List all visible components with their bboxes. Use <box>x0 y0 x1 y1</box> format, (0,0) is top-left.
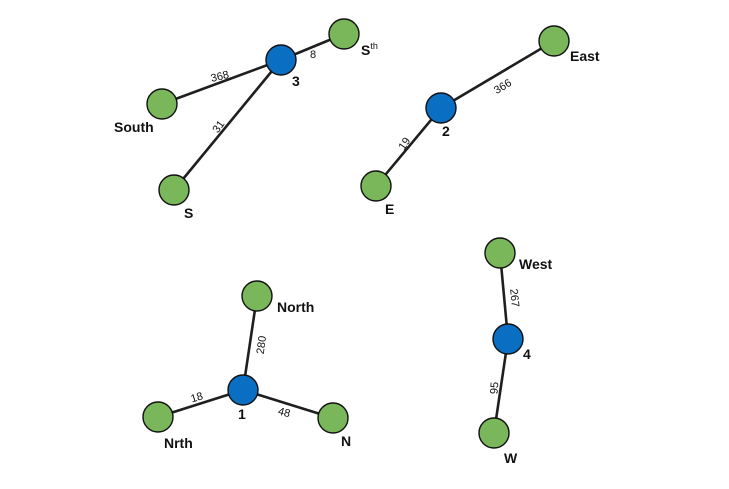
node-label-nrth: Nrth <box>164 435 193 451</box>
edge-weight-label: 267 <box>507 288 521 308</box>
edges-layer <box>156 32 556 435</box>
nodes-layer <box>142 18 570 449</box>
edge-hub1-north <box>241 294 259 392</box>
node-label-hub4: 4 <box>523 346 531 362</box>
node-label-hub3: 3 <box>292 73 300 89</box>
node-label-e: E <box>385 201 394 217</box>
leaf-node-east <box>538 25 570 57</box>
edge-hub1-n <box>241 388 335 420</box>
node-label-north: North <box>277 299 314 315</box>
edge-hub2-east <box>439 39 556 110</box>
leaf-node-s <box>158 174 190 206</box>
edge-weight-label: 19 <box>397 136 414 153</box>
leaf-node-west <box>484 237 516 269</box>
leaf-node-sth <box>328 18 360 50</box>
node-label-s: S <box>184 205 193 221</box>
edge-hub4-w <box>492 337 510 435</box>
leaf-node-south <box>146 88 178 120</box>
node-label-hub1: 1 <box>238 406 246 422</box>
edge-weight-label: 18 <box>189 390 204 405</box>
edge-weight-label: 31 <box>210 118 227 135</box>
edge-hub3-s <box>172 58 283 192</box>
node-label-w: W <box>504 450 518 466</box>
node-label-n: N <box>341 433 351 449</box>
hub-node-hub1 <box>227 374 259 406</box>
leaf-node-nrth <box>142 401 174 433</box>
hub-node-hub2 <box>425 92 457 124</box>
edge-weight-label: 366 <box>492 77 514 97</box>
edge-weight-label: 95 <box>488 381 501 394</box>
leaf-node-w <box>478 417 510 449</box>
leaf-node-n <box>317 402 349 434</box>
leaf-node-north <box>241 280 273 312</box>
node-label-sth: Sth <box>361 41 378 58</box>
edge-hub3-south <box>160 58 283 106</box>
hub-node-hub4 <box>492 323 524 355</box>
node-label-west: West <box>519 256 553 272</box>
hub-node-hub3 <box>265 44 297 76</box>
edge-weight-label: 8 <box>310 49 316 61</box>
node-label-south: South <box>114 119 154 135</box>
edge-weight-label: 48 <box>277 406 292 421</box>
edge-hub2-e <box>374 106 443 188</box>
node-label-east: East <box>570 48 600 64</box>
node-label-hub2: 2 <box>442 123 450 139</box>
edge-weight-label: 368 <box>210 69 231 85</box>
edge-weight-label: 280 <box>255 335 269 355</box>
leaf-node-e <box>360 170 392 202</box>
